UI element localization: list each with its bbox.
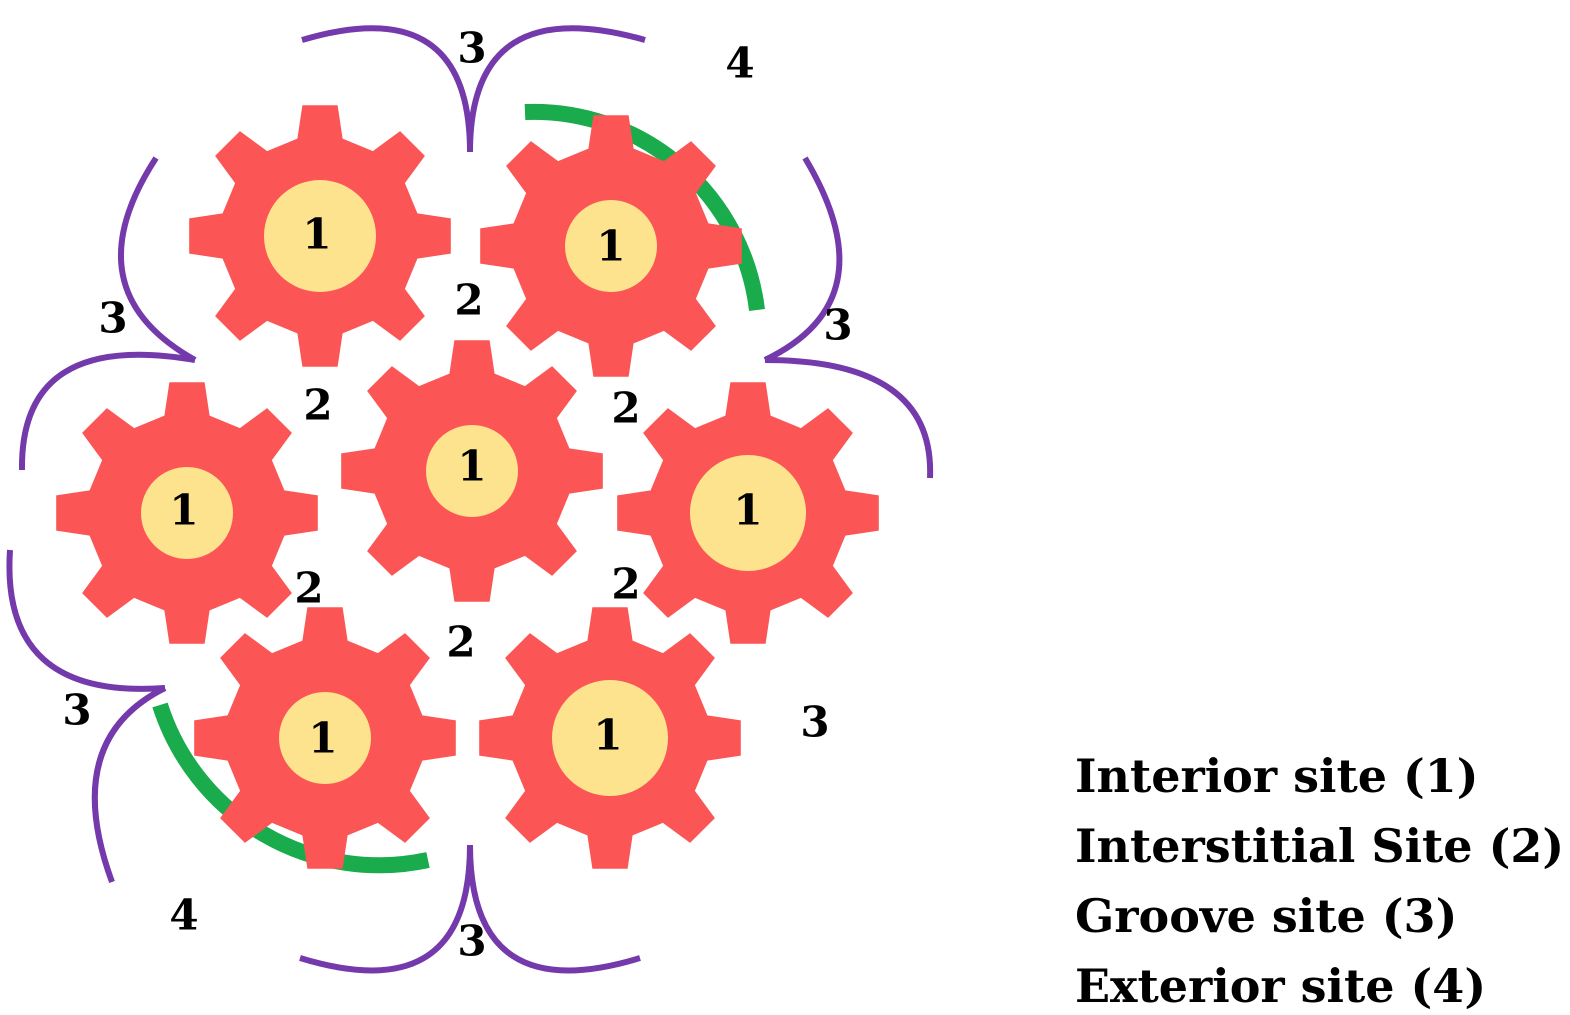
legend-exterior: Exterior site (4) — [1075, 959, 1486, 1013]
nanotube-gear — [56, 382, 318, 644]
groove-arc-lower-left-a — [6, 549, 166, 692]
groove-label: 3 — [98, 294, 127, 343]
interstitial-label: 2 — [611, 560, 640, 609]
gear-core — [690, 455, 806, 571]
nanotube-gear — [617, 382, 879, 644]
legend-groove: Groove site (3) — [1075, 889, 1457, 943]
groove-arc-top-left — [301, 25, 473, 153]
interstitial-label: 2 — [303, 381, 332, 430]
nanotube-gear — [480, 115, 742, 377]
exterior-labels: 4 4 — [169, 39, 754, 940]
interstitial-label: 2 — [294, 564, 323, 613]
legend-interstitial: Interstitial Site (2) — [1075, 819, 1564, 873]
groove-arc-right — [764, 357, 934, 479]
groove-arc-upper-left — [117, 156, 197, 363]
interior-label: 1 — [169, 486, 198, 535]
groove-arc-bottom-left — [299, 844, 473, 974]
groove-arc-top-right — [467, 25, 646, 153]
groove-label: 3 — [800, 698, 829, 747]
nanotube-gear — [194, 607, 456, 869]
gear-core — [565, 200, 657, 292]
interior-label: 1 — [457, 442, 486, 491]
groove-labels: 3 3 3 3 3 3 — [62, 24, 852, 966]
nanotube-gear — [341, 340, 603, 602]
exterior-label: 4 — [725, 39, 754, 88]
groove-label: 3 — [823, 301, 852, 350]
interior-label: 1 — [733, 486, 762, 535]
groove-arc-upper-right — [763, 156, 843, 363]
gear-core — [264, 180, 376, 292]
interior-label: 1 — [302, 210, 331, 259]
interstitial-label: 2 — [446, 618, 475, 667]
nanotube-gear — [189, 105, 451, 367]
interior-label: 1 — [593, 711, 622, 760]
groove-label: 3 — [62, 686, 91, 735]
gear-core — [426, 425, 518, 517]
groove-arc-left — [18, 351, 196, 471]
groove-arc-lower-left-b — [91, 685, 167, 884]
gear-core — [552, 680, 668, 796]
gears — [56, 105, 879, 869]
legend: Interior site (1) Interstitial Site (2) … — [1075, 749, 1564, 1013]
interior-label: 1 — [596, 222, 625, 271]
legend-interior: Interior site (1) — [1075, 749, 1479, 803]
gear-core — [279, 692, 371, 784]
groove-arc-bottom-right — [467, 844, 641, 974]
interstitial-labels: 2 2 2 2 2 2 — [294, 276, 640, 667]
gear-core — [141, 467, 233, 559]
interstitial-label: 2 — [611, 384, 640, 433]
exterior-arc-bottom-left — [152, 702, 430, 874]
interior-label: 1 — [308, 714, 337, 763]
groove-arcs — [6, 25, 934, 974]
exterior-label: 4 — [169, 891, 198, 940]
interior-labels: 1 1 1 1 1 1 1 — [169, 210, 762, 763]
groove-label: 3 — [457, 917, 486, 966]
interstitial-label: 2 — [454, 276, 483, 325]
groove-label: 3 — [457, 24, 486, 73]
nanotube-gear — [479, 607, 741, 869]
